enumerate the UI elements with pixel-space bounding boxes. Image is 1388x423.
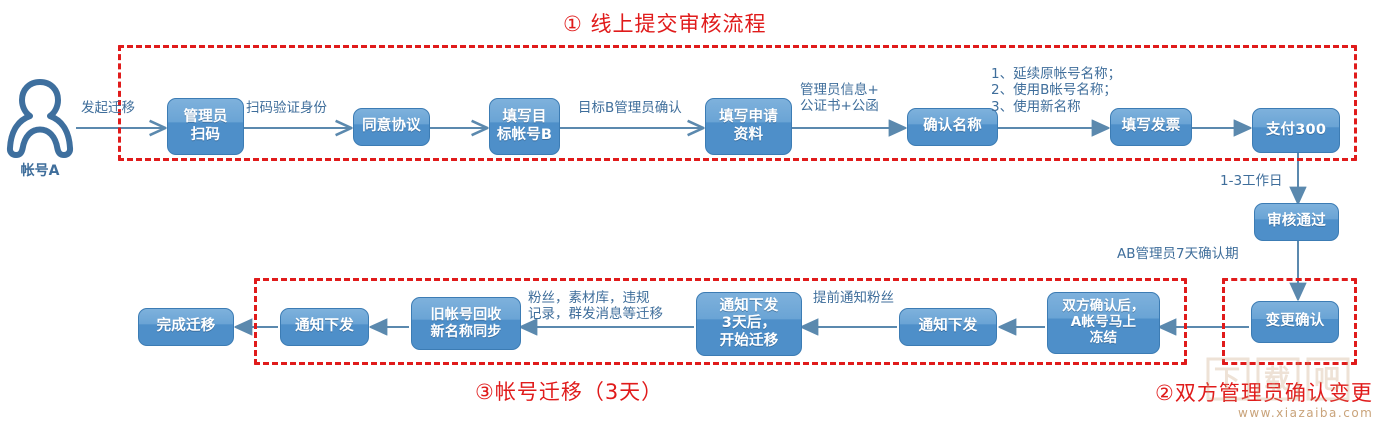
node-review-passed[interactable]: 审核通过 bbox=[1254, 203, 1339, 241]
node-old-account-label: 旧帐号回收新名称同步 bbox=[430, 306, 502, 340]
node-review-passed-label: 审核通过 bbox=[1267, 213, 1326, 230]
node-notify-push-2[interactable]: 通知下发 bbox=[280, 308, 369, 346]
region-migration-frame bbox=[254, 278, 1187, 365]
node-migration-done[interactable]: 完成迁移 bbox=[138, 308, 234, 346]
node-notify-push-2-label: 通知下发 bbox=[295, 318, 354, 335]
node-notify-push-1-label: 通知下发 bbox=[918, 318, 978, 335]
node-fill-target-b-label: 填写目标帐号B bbox=[496, 109, 553, 143]
node-fill-target-b[interactable]: 填写目标帐号B bbox=[489, 98, 560, 155]
node-admin-scan-label: 管理员扫码 bbox=[183, 109, 228, 143]
actor-label: 帐号A bbox=[20, 163, 60, 179]
caption-initiate: 发起迁移 bbox=[81, 100, 135, 116]
region-dual-confirm-frame bbox=[1222, 278, 1357, 365]
node-agree-terms-label: 同意协议 bbox=[362, 118, 421, 135]
person-icon bbox=[6, 76, 74, 160]
node-both-confirmed[interactable]: 双方确认后，A帐号马上冻结 bbox=[1047, 292, 1160, 354]
node-change-confirm-label: 变更确认 bbox=[1265, 313, 1325, 330]
caption-scan-verify: 扫码验证身份 bbox=[246, 100, 327, 116]
node-agree-terms[interactable]: 同意协议 bbox=[353, 108, 430, 146]
region-title-online-submit: ① 线上提交审核流程 bbox=[563, 12, 767, 36]
node-change-confirm[interactable]: 变更确认 bbox=[1251, 301, 1339, 343]
node-fill-invoice[interactable]: 填写发票 bbox=[1110, 108, 1192, 146]
node-confirm-name-label: 确认名称 bbox=[923, 118, 982, 135]
region-online-submit-frame bbox=[118, 45, 1357, 161]
caption-ab-confirm-period: AB管理员7天确认期 bbox=[1117, 246, 1239, 262]
caption-migrate-assets: 粉丝，素材库，违规 记录，群发消息等迁移 bbox=[528, 290, 663, 323]
caption-target-b-confirm: 目标B管理员确认 bbox=[578, 100, 682, 116]
region-title-migration: ③帐号迁移（3天） bbox=[475, 380, 664, 404]
node-pay-300-label: 支付300 bbox=[1265, 121, 1327, 138]
region-title-dual-confirm: ②双方管理员确认变更 bbox=[1155, 381, 1373, 405]
node-pay-300[interactable]: 支付300 bbox=[1252, 108, 1340, 153]
node-confirm-name[interactable]: 确认名称 bbox=[907, 108, 998, 146]
node-fill-application[interactable]: 填写申请资料 bbox=[705, 98, 792, 155]
node-old-account[interactable]: 旧帐号回收新名称同步 bbox=[411, 297, 521, 350]
node-fill-invoice-label: 填写发票 bbox=[1121, 118, 1181, 135]
caption-admin-info: 管理员信息+ 公证书+公函 bbox=[800, 82, 879, 115]
caption-name-options: 1、延续原帐号名称； 2、使用B帐号名称； 3、使用新名称 bbox=[991, 66, 1122, 115]
watermark-url: www.xiazaiba.com bbox=[1238, 406, 1374, 420]
node-both-confirmed-label: 双方确认后，A帐号马上冻结 bbox=[1062, 298, 1145, 346]
caption-notify-fans-ahead: 提前通知粉丝 bbox=[813, 290, 894, 306]
node-admin-scan[interactable]: 管理员扫码 bbox=[167, 98, 244, 155]
node-notify-push-1[interactable]: 通知下发 bbox=[899, 308, 997, 346]
node-migration-done-label: 完成迁移 bbox=[156, 318, 216, 335]
caption-workdays: 1-3工作日 bbox=[1220, 173, 1283, 189]
node-fill-application-label: 填写申请资料 bbox=[719, 109, 778, 143]
